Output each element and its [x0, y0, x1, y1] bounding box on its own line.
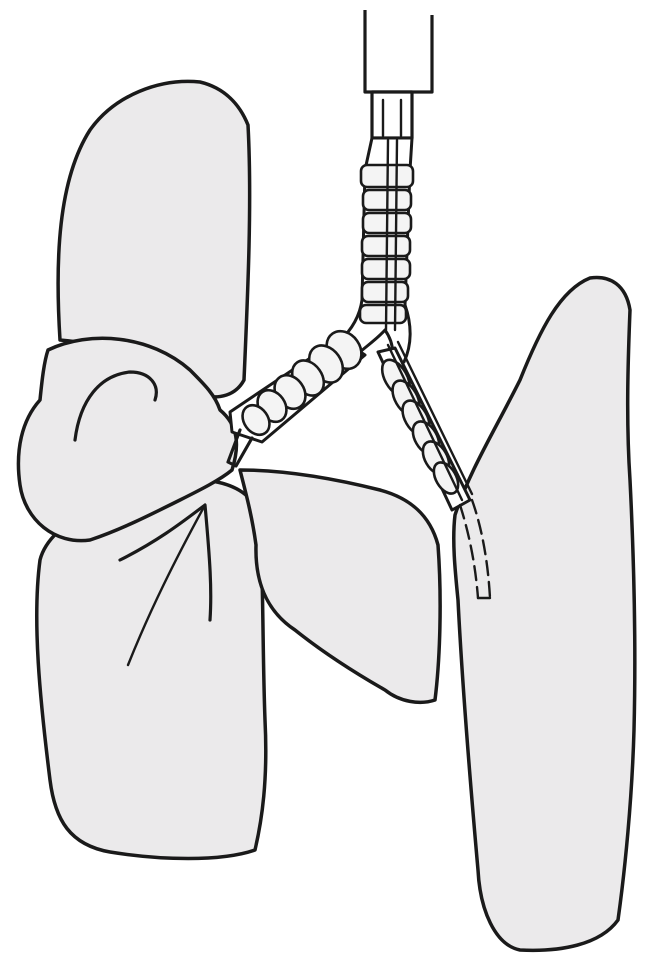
left-lingula-lobe	[240, 470, 440, 702]
right-bronchus-rings	[237, 324, 369, 440]
tube-connector	[372, 92, 412, 138]
left-tube-line	[388, 345, 462, 500]
endotracheal-tube	[365, 10, 432, 92]
left-lung	[454, 277, 635, 950]
